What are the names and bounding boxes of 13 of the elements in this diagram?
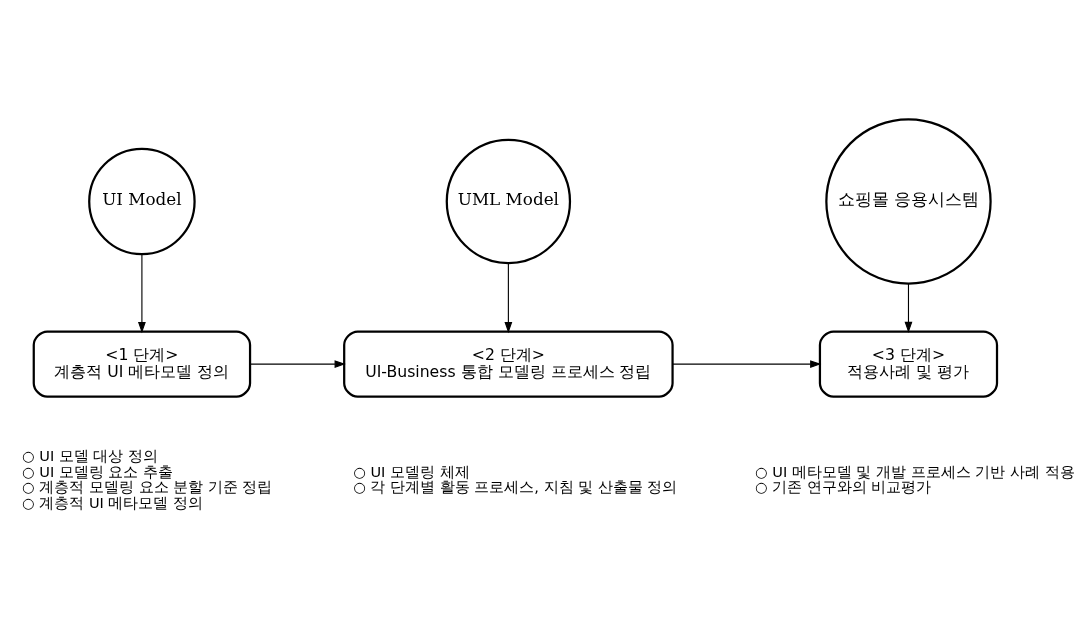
node-label: ○ UI 모델링 체제 (353, 462, 470, 480)
node-box: <2 단계> UI-Business 통합 모델링 프로세스 정립 (343, 330, 674, 398)
arrow (138, 253, 146, 333)
arrow (504, 262, 513, 333)
node-box: <1 단계> 계층적 UI 메타모델 정의 (32, 330, 252, 398)
node-circle: UI Model (88, 147, 196, 255)
node-circle: 쇼핑몰 응용시스템 (825, 117, 992, 285)
node-circle: UML Model (445, 138, 572, 264)
node-box: <3 단계> 적용사례 및 평가 (818, 330, 999, 398)
arrow (904, 282, 913, 333)
arrow (249, 359, 346, 368)
node-label: ○ UI 모델 대상 정의 (21, 446, 159, 464)
arrow (672, 359, 822, 368)
